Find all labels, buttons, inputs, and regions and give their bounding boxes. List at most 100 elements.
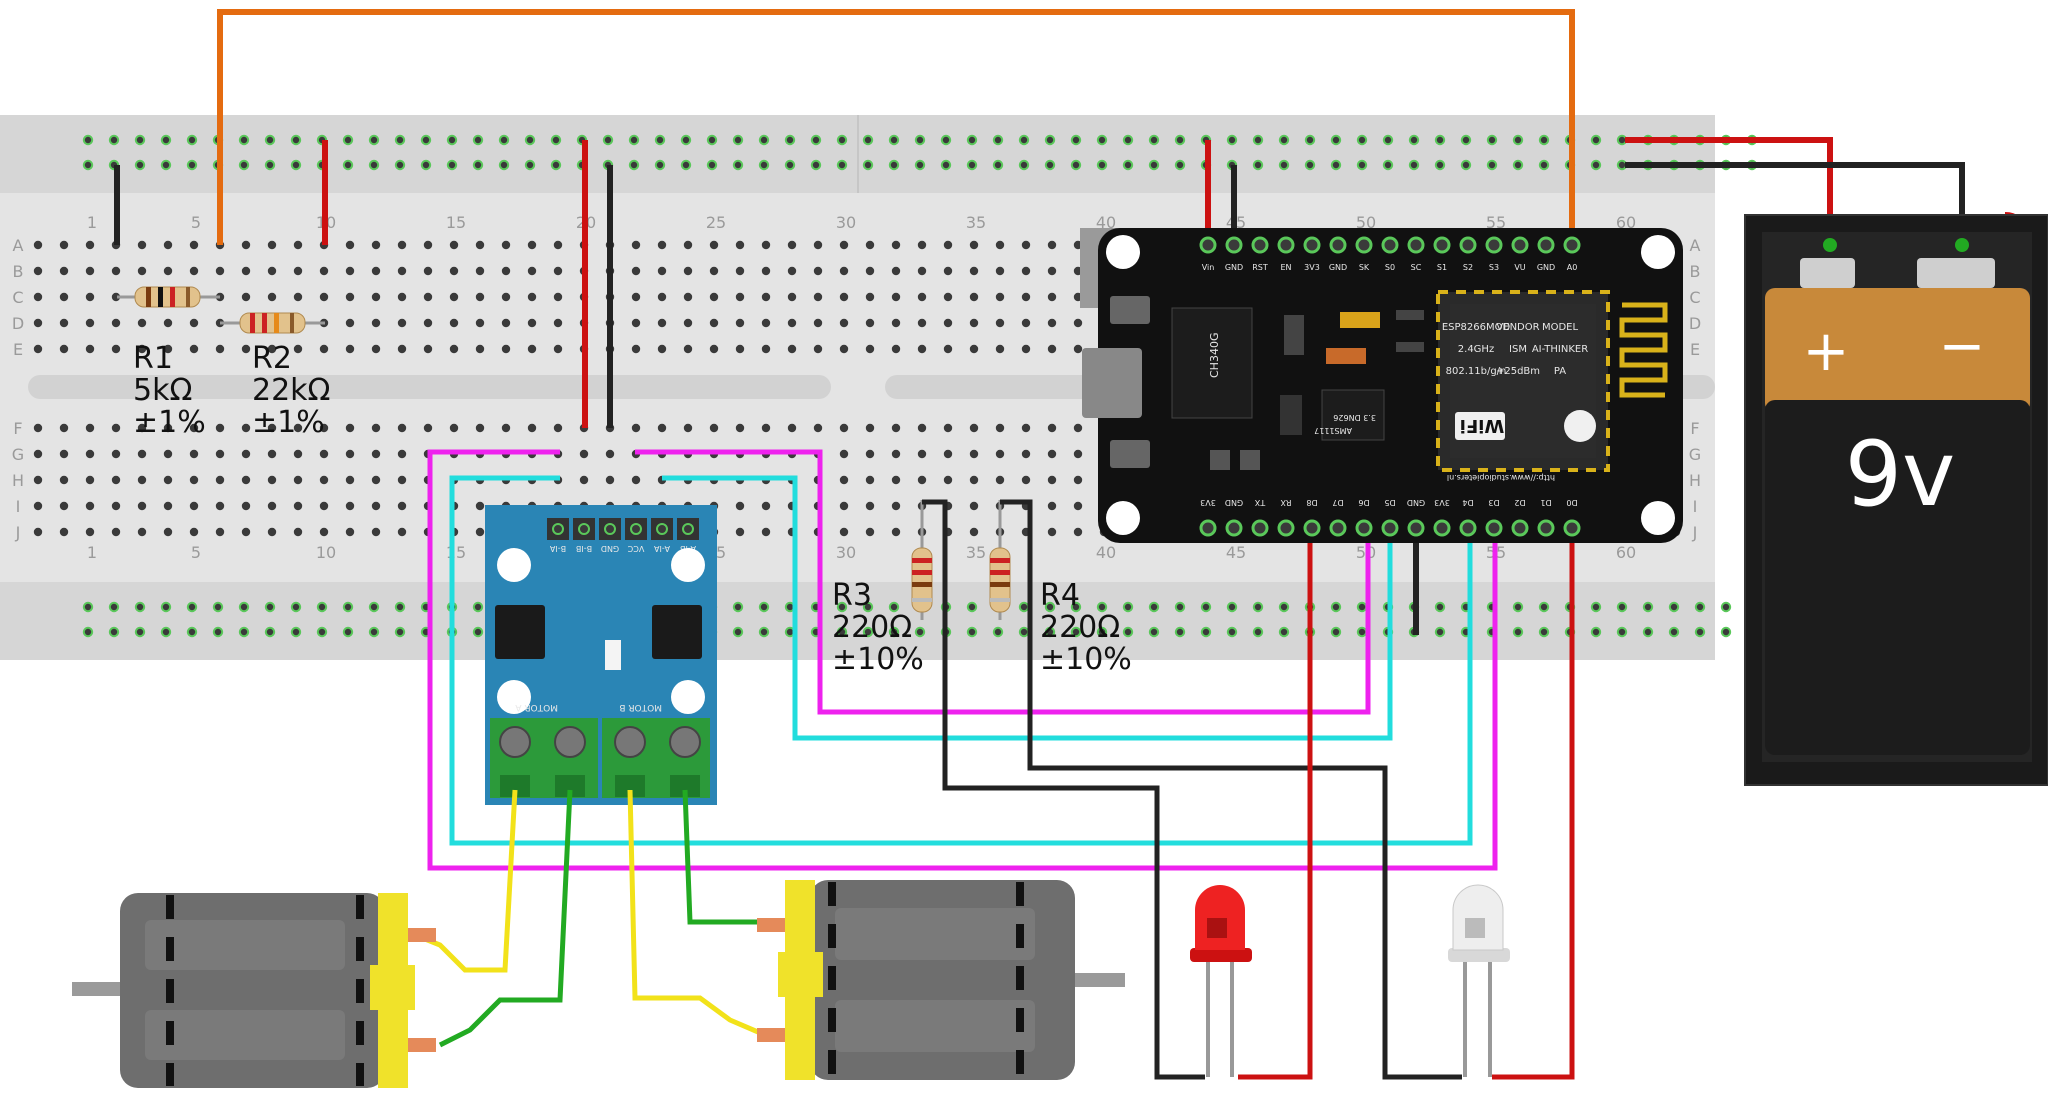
- module-text: ISM: [1509, 344, 1527, 355]
- mcu-top-pin: [1355, 236, 1373, 254]
- rail-hole: [1616, 601, 1628, 613]
- rail-hole: [238, 134, 250, 146]
- rail-hole: [1148, 626, 1160, 638]
- breadboard-hole: [735, 423, 745, 433]
- mcu-bottom-pin: [1537, 519, 1555, 537]
- rail-hole: [134, 626, 146, 638]
- breadboard-hole: [709, 292, 719, 302]
- rail-hole: [1096, 159, 1108, 171]
- rail-hole: [160, 601, 172, 613]
- wifi-logo: WiFi: [1460, 415, 1505, 436]
- battery-minus: −: [1939, 314, 1986, 379]
- rail-hole: [836, 601, 848, 613]
- breadboard-hole: [735, 266, 745, 276]
- breadboard-hole: [111, 318, 121, 328]
- breadboard-hole: [891, 240, 901, 250]
- breadboard-hole: [319, 266, 329, 276]
- mcu-bottom-pin-label: RX: [1280, 498, 1292, 507]
- rail-hole: [1668, 626, 1680, 638]
- mcu-bottom-pin: [1563, 519, 1581, 537]
- breadboard-hole: [85, 527, 95, 537]
- breadboard-hole: [917, 318, 927, 328]
- breadboard-hole: [553, 266, 563, 276]
- rail-hole: [368, 601, 380, 613]
- rail-hole: [888, 159, 900, 171]
- breadboard-hole: [787, 344, 797, 354]
- rail-hole: [1174, 159, 1186, 171]
- breadboard-hole: [137, 240, 147, 250]
- mcu-top-pin-label: S0: [1385, 263, 1395, 272]
- usb-chip-label: CH340G: [1208, 333, 1221, 378]
- breadboard-hole: [85, 344, 95, 354]
- breadboard-hole: [163, 449, 173, 459]
- driver-header-hole: [630, 523, 642, 535]
- row-letter: D: [12, 314, 24, 333]
- rail-hole: [784, 159, 796, 171]
- rail-hole: [992, 159, 1004, 171]
- breadboard-hole: [1021, 240, 1031, 250]
- breadboard-hole: [137, 475, 147, 485]
- breadboard-hole: [1073, 475, 1083, 485]
- breadboard-hole: [735, 527, 745, 537]
- column-number: 35: [966, 543, 986, 562]
- breadboard-hole: [267, 240, 277, 250]
- breadboard-hole: [371, 344, 381, 354]
- breadboard-hole: [111, 501, 121, 511]
- breadboard-hole: [423, 266, 433, 276]
- r3-name-label: R3: [832, 578, 872, 613]
- breadboard-hole: [995, 475, 1005, 485]
- breadboard-hole: [501, 292, 511, 302]
- rail-hole: [524, 134, 536, 146]
- breadboard-hole: [215, 501, 225, 511]
- breadboard-hole: [345, 527, 355, 537]
- breadboard-hole: [319, 475, 329, 485]
- rail-hole: [1538, 601, 1550, 613]
- mcu-bottom-pin-label: D2: [1514, 498, 1525, 507]
- breadboard-hole: [137, 449, 147, 459]
- breadboard-hole: [995, 344, 1005, 354]
- breadboard-hole: [1021, 266, 1031, 276]
- column-number: 15: [446, 543, 466, 562]
- breadboard-hole: [969, 449, 979, 459]
- breadboard-hole: [943, 292, 953, 302]
- mcu-bottom-pin-label: 3V3: [1200, 498, 1216, 507]
- breadboard-hole: [995, 423, 1005, 433]
- breadboard-hole: [1047, 423, 1057, 433]
- column-number: 1: [87, 213, 97, 232]
- breadboard-hole: [527, 266, 537, 276]
- breadboard-hole: [189, 527, 199, 537]
- breadboard-hole: [189, 501, 199, 511]
- breadboard-hole: [969, 292, 979, 302]
- mcu-bottom-pin: [1407, 519, 1425, 537]
- breadboard-hole: [891, 501, 901, 511]
- breadboard-hole: [475, 527, 485, 537]
- rail-hole: [1096, 134, 1108, 146]
- breadboard-hole: [761, 423, 771, 433]
- breadboard-hole: [163, 527, 173, 537]
- mcu-bottom-pin: [1355, 519, 1373, 537]
- breadboard-hole: [1073, 501, 1083, 511]
- rail-hole: [498, 134, 510, 146]
- rail-hole: [134, 134, 146, 146]
- breadboard-hole: [345, 240, 355, 250]
- breadboard-hole: [397, 423, 407, 433]
- column-number: 25: [706, 213, 726, 232]
- breadboard-hole: [709, 318, 719, 328]
- breadboard-hole: [371, 292, 381, 302]
- driver-header-hole: [682, 523, 694, 535]
- breadboard-hole: [267, 501, 277, 511]
- breadboard-hole: [449, 423, 459, 433]
- breadboard-hole: [319, 527, 329, 537]
- rail-hole: [732, 601, 744, 613]
- breadboard-hole: [969, 475, 979, 485]
- breadboard-hole: [527, 423, 537, 433]
- rail-hole: [264, 626, 276, 638]
- mcu-bottom-pin-label: D6: [1358, 498, 1369, 507]
- breadboard-hole: [553, 344, 563, 354]
- rail-hole: [862, 601, 874, 613]
- breadboard-hole: [1073, 344, 1083, 354]
- breadboard-hole: [1047, 240, 1057, 250]
- rail-hole: [550, 159, 562, 171]
- mcu-bottom-pin: [1433, 519, 1451, 537]
- row-letter: G: [1689, 445, 1701, 464]
